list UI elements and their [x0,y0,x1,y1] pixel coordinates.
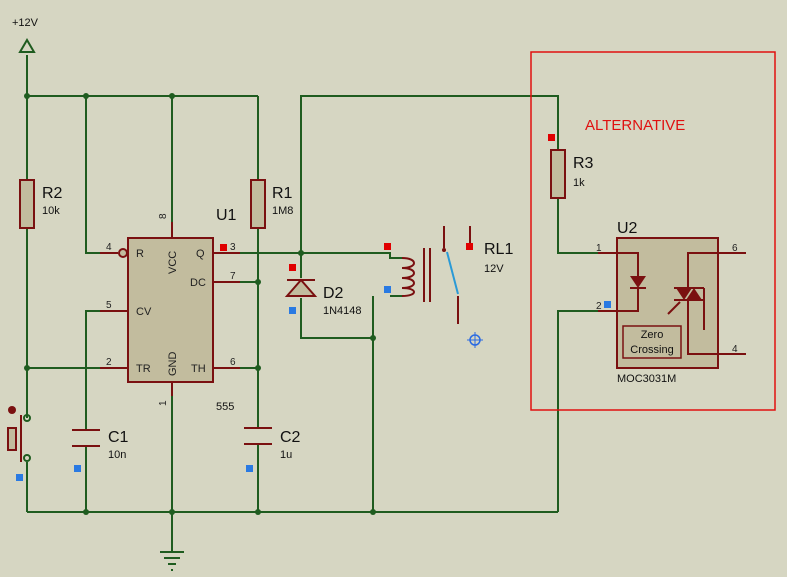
resistor-r2: R2 10k [19,179,63,229]
ground-symbol [160,551,184,571]
u2-pinnum-1: 1 [596,243,602,254]
optocoupler-u2: 1 2 6 4 Zero Crossing U2 MOC3031M [596,220,746,385]
u2-pinnum-6: 6 [732,243,738,254]
capacitor-c2: C2 1u [244,427,301,472]
relay-rl1: RL1 12V [384,226,513,348]
u1-pin-cv: CV [136,306,152,318]
resistor-r3: R3 1k [548,134,594,199]
u1-pinnum-3: 3 [230,242,236,253]
r1-value: 1M8 [272,205,293,217]
wires [24,55,598,552]
u2-pinnum-4: 4 [732,344,738,355]
c1-value: 10n [108,449,126,461]
u1-value: 555 [216,401,234,413]
u1-pinnum-6: 6 [230,357,236,368]
u1-ref: U1 [216,207,237,224]
rl1-ref: RL1 [484,241,513,258]
c1-ref: C1 [108,429,129,446]
alternative-box [530,51,776,411]
alternative-section: ALTERNATIVE [530,51,776,411]
u1-pin-th: TH [191,363,206,375]
r2-ref: R2 [42,185,63,202]
r3-ref: R3 [573,155,594,172]
u1-pinnum-1: 1 [158,400,169,406]
capacitor-c1: C1 10n [72,429,129,472]
r2-value: 10k [42,205,60,217]
rl1-value: 12V [484,263,504,275]
u1-pinnum-8: 8 [158,213,169,219]
u1-pinnum-2: 2 [106,357,112,368]
u1-pin-vcc: VCC [167,251,179,274]
u1-pinnum-5: 5 [106,300,112,311]
u1-pin-gnd: GND [167,352,179,377]
u2-zc-line1: Zero [641,329,664,341]
u1-pin-dc: DC [190,277,206,289]
u2-value: MOC3031M [617,373,676,385]
power-label: +12V [12,17,39,29]
u1-pin-q: Q [196,248,205,260]
u2-ref: U2 [617,220,638,237]
push-button [7,406,31,481]
u1-pin-tr: TR [136,363,151,375]
alternative-label: ALTERNATIVE [585,117,685,134]
u1-pin-r: R [136,248,144,260]
diode-d2: D2 1N4148 [284,264,362,317]
c2-value: 1u [280,449,292,461]
d2-ref: D2 [323,285,344,302]
u1-pinnum-4: 4 [106,242,112,253]
c2-ref: C2 [280,429,301,446]
r3-value: 1k [573,177,585,189]
u2-pinnum-2: 2 [596,301,602,312]
r1-ref: R1 [272,185,293,202]
ic-u1-555: R CV TR Q DC TH VCC GND 4 8 3 7 5 2 1 6 … [100,207,240,413]
u2-zc-line2: Crossing [630,344,673,356]
d2-value: 1N4148 [323,305,362,317]
power-terminal: +12V [12,17,39,53]
u1-pinnum-7: 7 [230,271,236,282]
resistor-r1: R1 1M8 [250,179,293,229]
